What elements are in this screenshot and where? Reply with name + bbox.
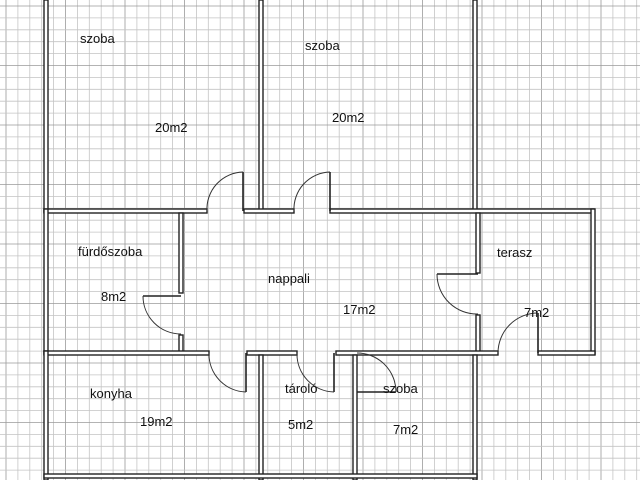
- door-swing-arc: [296, 352, 335, 393]
- wall: [352, 354, 358, 480]
- door-swing-arc: [208, 352, 247, 393]
- door-swing-arc: [142, 295, 182, 335]
- room-area-bedroom-1: 20m2: [155, 120, 188, 135]
- wall: [246, 350, 298, 356]
- door-swing-arc: [356, 352, 397, 393]
- wall: [472, 354, 478, 480]
- wall: [43, 350, 210, 356]
- wall: [258, 0, 264, 213]
- wall: [178, 212, 184, 294]
- wall: [43, 350, 49, 480]
- wall: [43, 208, 49, 355]
- wall: [258, 354, 264, 480]
- door-swing-arc: [436, 273, 479, 315]
- wall: [475, 314, 481, 355]
- room-area-kitchen: 19m2: [140, 414, 173, 429]
- door-swing-arc: [293, 171, 331, 212]
- room-name-storage: tároló: [285, 381, 318, 396]
- wall: [43, 473, 478, 479]
- room-name-kitchen: konyha: [90, 386, 132, 401]
- room-area-storage: 5m2: [288, 417, 314, 432]
- door-swing-arc: [206, 171, 244, 212]
- wall: [243, 208, 295, 214]
- room-name-bathroom: fürdőszoba: [78, 244, 143, 259]
- wall: [329, 208, 595, 214]
- wall: [537, 350, 596, 356]
- wall: [590, 208, 596, 355]
- room-area-small-room: 7m2: [393, 422, 419, 437]
- walls: [43, 0, 596, 480]
- room-name-bedroom-2: szoba: [305, 38, 340, 53]
- room-name-small-room: szoba: [383, 381, 418, 396]
- room-name-terrace: terasz: [497, 245, 533, 260]
- wall: [43, 0, 49, 213]
- room-area-bedroom-2: 20m2: [332, 110, 365, 125]
- doors: [142, 171, 539, 393]
- room-name-living-room: nappali: [268, 271, 310, 286]
- room-area-living-room: 17m2: [343, 302, 376, 317]
- door-swing-arc: [497, 312, 539, 354]
- room-name-bedroom-1: szoba: [80, 31, 115, 46]
- wall: [472, 0, 478, 213]
- room-area-bathroom: 8m2: [101, 289, 127, 304]
- wall: [475, 212, 481, 274]
- room-area-terrace: 7m2: [524, 305, 550, 320]
